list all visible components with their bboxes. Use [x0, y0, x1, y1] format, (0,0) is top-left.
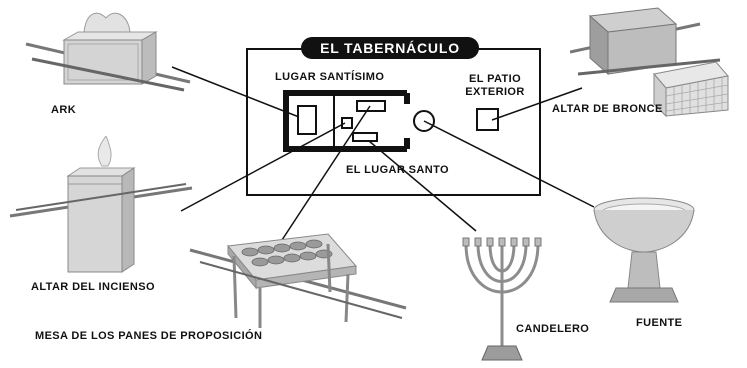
- label-incense-altar: ALTAR DEL INCIENSO: [31, 281, 155, 293]
- label-showbread-table: MESA DE LOS PANES DE PROPOSICIÓN: [35, 330, 263, 342]
- label-outer-court-line1: EL PATIO: [468, 73, 522, 85]
- label-laver: FUENTE: [636, 317, 683, 329]
- ark-illustration: [25, 12, 191, 92]
- label-holy-of-holies: LUGAR SANTÍSIMO: [275, 71, 385, 83]
- leader-bronze-altar: [491, 87, 583, 121]
- bronze-altar-illustration: [570, 7, 729, 118]
- ark-symbol: [297, 105, 317, 135]
- diagram-title: EL TABERNÁCULO: [301, 37, 479, 59]
- incense-altar-symbol: [341, 117, 353, 129]
- showbread-table-illustration: [189, 233, 407, 328]
- label-lampstand: CANDELERO: [516, 323, 590, 335]
- showbread-table-symbol: [356, 100, 386, 112]
- label-outer-court: EL PATIO EXTERIOR: [460, 73, 530, 99]
- leader-showbread-table: [281, 105, 371, 241]
- bronze-altar-symbol: [476, 108, 499, 131]
- label-bronze-altar: ALTAR DE BRONCE: [552, 103, 663, 115]
- incense-altar-illustration: [9, 136, 193, 273]
- leader-incense-altar: [180, 122, 346, 212]
- label-holy-place: EL LUGAR SANTO: [346, 164, 449, 176]
- lampstand-symbol: [352, 132, 378, 142]
- leader-laver: [423, 120, 595, 208]
- tent-walls: [283, 90, 407, 152]
- leader-ark: [171, 66, 300, 118]
- label-ark: ARK: [51, 104, 77, 116]
- lampstand-illustration: [462, 237, 542, 361]
- label-outer-court-line2: EXTERIOR: [465, 86, 525, 98]
- leader-lampstand: [368, 140, 477, 232]
- laver-illustration: [593, 197, 695, 303]
